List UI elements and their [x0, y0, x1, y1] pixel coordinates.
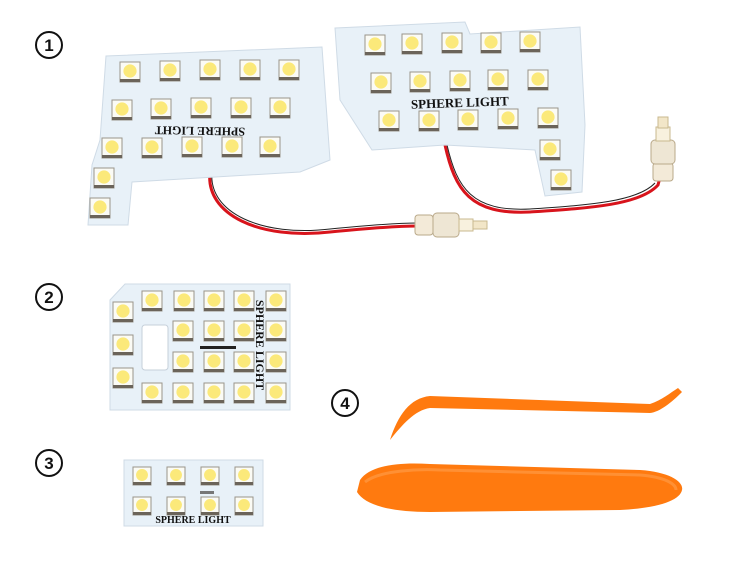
led-chip	[141, 382, 163, 404]
wire-right	[443, 144, 664, 214]
wire-left-black	[211, 171, 419, 231]
led-chip	[111, 99, 133, 121]
led-chip	[200, 496, 220, 516]
led-chip	[269, 97, 291, 119]
led-chip	[112, 301, 134, 323]
led-chip	[401, 33, 423, 55]
brand-text-1b: SPHERE LIGHT	[411, 93, 510, 111]
pry-tool-wide	[357, 463, 683, 512]
led-chip	[173, 290, 195, 312]
led-chip	[221, 136, 243, 158]
led-chip	[132, 496, 152, 516]
led-chip	[259, 136, 281, 158]
item-label-3: 3	[35, 449, 63, 477]
label-3-text: 3	[44, 454, 53, 473]
led-chip	[150, 98, 172, 120]
led-chip	[132, 466, 152, 486]
brand-text-2: SPHERE LIGHT	[253, 300, 267, 390]
item-label-1: 1	[35, 31, 63, 59]
led-chip	[230, 97, 252, 119]
led-chip	[278, 59, 300, 81]
led-board-1b	[334, 21, 586, 197]
led-chip	[539, 139, 561, 161]
led-chip	[441, 32, 463, 54]
item-label-2: 2	[35, 283, 63, 311]
led-chip	[233, 382, 255, 404]
led-board-1a	[87, 46, 331, 226]
led-chip	[233, 351, 255, 373]
label-1-text: 1	[44, 36, 53, 55]
item-label-4: 4	[331, 389, 359, 417]
led-chip	[537, 107, 559, 129]
pry-tool-wide-shade	[364, 468, 678, 491]
led-chip	[265, 351, 287, 373]
t10-bulb-right	[650, 116, 676, 182]
board-2-cutout	[141, 324, 169, 371]
led-chip	[370, 72, 392, 94]
led-chip	[449, 70, 471, 92]
led-chip	[172, 382, 194, 404]
led-chip	[101, 137, 123, 159]
led-chip	[203, 351, 225, 373]
led-chip	[93, 167, 115, 189]
brand-text-3: SPHERE LIGHT	[155, 515, 231, 526]
led-chip	[200, 466, 220, 486]
wire-right-black	[446, 144, 656, 210]
t10-bulb-left	[414, 212, 488, 238]
led-chip	[519, 31, 541, 53]
led-chip	[233, 320, 255, 342]
led-chip	[172, 320, 194, 342]
led-chip	[233, 290, 255, 312]
led-chip	[480, 32, 502, 54]
label-4-text: 4	[340, 394, 350, 413]
led-chip	[234, 466, 254, 486]
led-chip	[119, 61, 141, 83]
led-chip	[112, 334, 134, 356]
brand-text-1a: SPHERE LIGHT	[155, 123, 246, 139]
led-chip	[265, 382, 287, 404]
led-chip	[457, 109, 479, 131]
label-2-text: 2	[44, 288, 53, 307]
pry-tool-thin	[390, 388, 682, 440]
led-chip	[159, 60, 181, 82]
led-chip	[265, 320, 287, 342]
led-chip	[364, 34, 386, 56]
led-chip	[166, 496, 186, 516]
led-chip	[550, 169, 572, 191]
board-2-resistor	[200, 346, 236, 349]
led-chip	[497, 108, 519, 130]
led-chip	[203, 290, 225, 312]
led-chip	[409, 71, 431, 93]
wire-left	[208, 171, 419, 235]
led-chip	[190, 97, 212, 119]
led-chip	[527, 69, 549, 91]
led-chip	[141, 137, 163, 159]
led-chip	[378, 110, 400, 132]
led-chip	[239, 59, 261, 81]
led-chip	[166, 466, 186, 486]
led-chip	[203, 320, 225, 342]
led-chip	[265, 290, 287, 312]
led-chip	[141, 290, 163, 312]
led-chip	[199, 59, 221, 81]
led-chip	[112, 367, 134, 389]
led-chip	[487, 69, 509, 91]
board-3-resistor	[200, 491, 214, 494]
led-chip	[181, 136, 203, 158]
led-chip	[89, 197, 111, 219]
led-chip	[172, 351, 194, 373]
led-chip	[203, 382, 225, 404]
led-chip	[418, 110, 440, 132]
led-chip	[234, 496, 254, 516]
